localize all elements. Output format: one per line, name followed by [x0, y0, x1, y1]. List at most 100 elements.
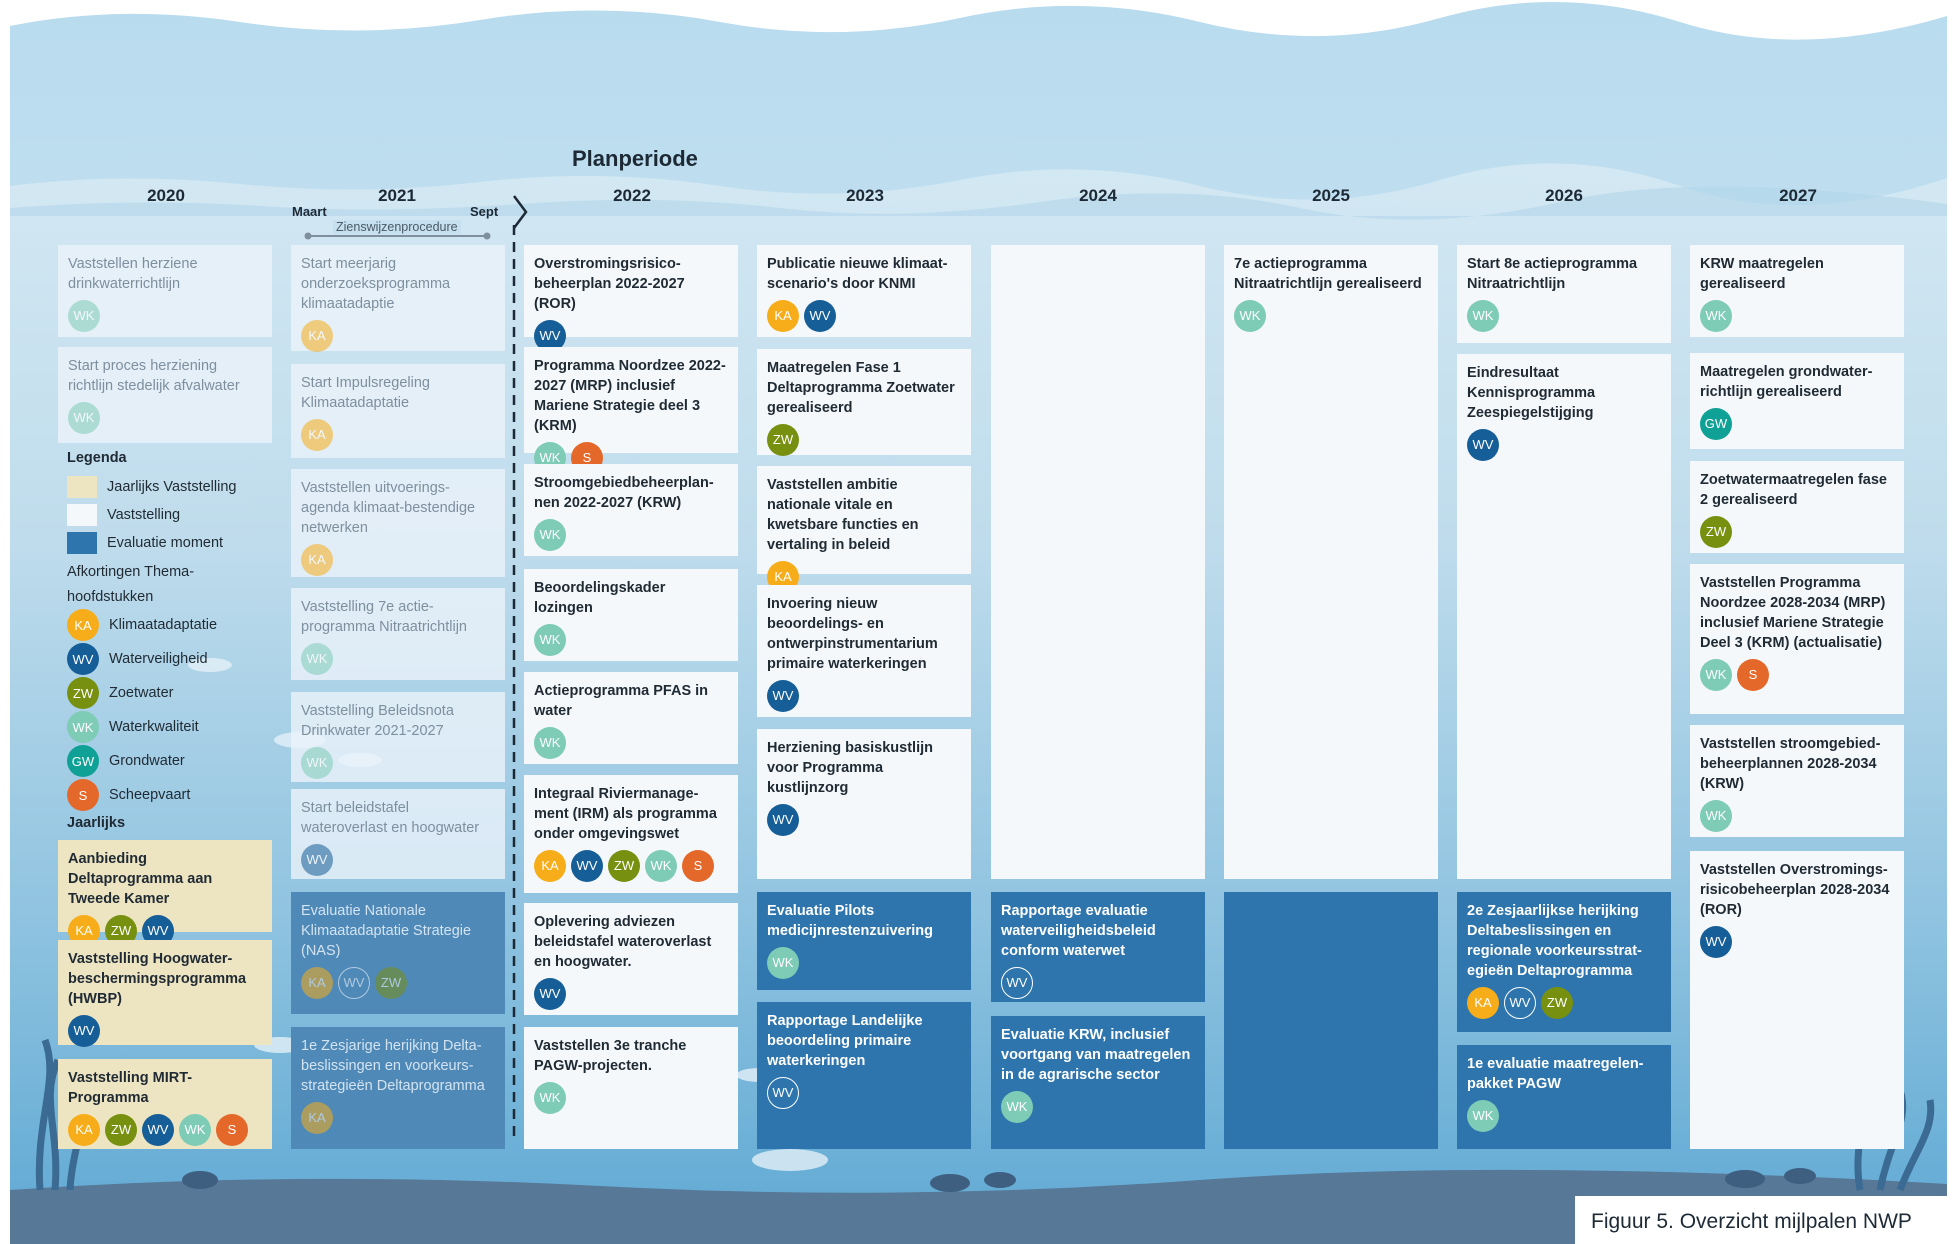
legend-label: Scheepvaart — [109, 787, 191, 803]
milestone-title: Vaststellen ambitie nationale vitale en … — [767, 477, 919, 553]
procedure-label: Zienswijzenprocedure — [333, 220, 461, 234]
theme-badges: WV — [767, 804, 961, 836]
milestone-title: Start beleidstafel wateroverlast en hoog… — [301, 800, 480, 836]
empty-card — [1224, 892, 1438, 1149]
milestone-card: Start 8e actieprogramma Nitraatrichtlijn… — [1457, 245, 1671, 343]
wk-icon: WK — [1467, 300, 1499, 332]
month-maart: Maart — [292, 204, 327, 219]
milestone-card: Invoering nieuw beoordelings- en ontwerp… — [757, 585, 971, 717]
theme-badges: GW — [1700, 408, 1894, 440]
wk-icon: WK — [301, 747, 333, 779]
legend-theme-gw: GW Grondwater — [67, 745, 185, 777]
legend-label: Klimaatadaptatie — [109, 617, 218, 633]
wk-icon: WK — [1001, 1091, 1033, 1123]
wv-icon: WV — [1467, 429, 1499, 461]
figure-caption: Figuur 5. Overzicht mijlpalen NWP — [1575, 1196, 1957, 1244]
wk-icon: WK — [645, 850, 677, 882]
legend-item-evaluatie: Evaluatie moment — [67, 532, 223, 554]
theme-badges: WK — [1700, 300, 1894, 332]
milestone-card: Overstromingsrisico-beheerplan 2022-2027… — [524, 245, 738, 352]
wk-icon: WK — [534, 519, 566, 551]
wv-icon: WV — [1001, 967, 1033, 999]
milestone-title: KRW maatregelen gerealiseerd — [1700, 256, 1824, 292]
theme-badges: WV — [767, 1077, 961, 1109]
legend-theme-zw: ZW Zoetwater — [67, 677, 173, 709]
milestone-title: Vaststelling Hoogwater-beschermingsprogr… — [68, 951, 247, 1007]
theme-badges: WV — [534, 320, 728, 352]
wk-icon: WK — [1700, 659, 1732, 691]
theme-badges: WV — [1700, 926, 1894, 958]
theme-badges: WK — [68, 300, 262, 332]
ka-icon: KA — [301, 320, 333, 352]
milestone-title: Herziening basiskustlijn voor Programma … — [767, 740, 933, 796]
milestone-card: Evaluatie KRW, inclusief voortgang van m… — [991, 1016, 1205, 1149]
milestone-card: Oplevering adviezen beleidstafel waterov… — [524, 903, 738, 1015]
legend-label: Evaluatie moment — [107, 535, 224, 551]
milestone-title: Stroomgebiedbeheerplan-nen 2022-2027 (KR… — [534, 475, 714, 511]
legend-label: Vaststelling — [107, 507, 181, 523]
theme-badges: WK — [301, 643, 495, 675]
year-2027: 2027 — [1779, 186, 1817, 205]
wv-icon: WV — [571, 850, 603, 882]
legend-theme-wk: WK Waterkwaliteit — [67, 711, 199, 743]
theme-badges: WK — [767, 947, 961, 979]
legend-item-vaststelling: Vaststelling — [67, 504, 180, 526]
milestone-title: Start 8e actieprogramma Nitraatrichtlijn — [1467, 256, 1638, 292]
milestone-card: Publicatie nieuwe klimaat-scenario's doo… — [757, 245, 971, 337]
legend-theme-ka: KA Klimaatadaptatie — [67, 609, 217, 641]
wv-icon: WV — [534, 320, 566, 352]
milestone-title: Start Impulsregeling Klimaatadaptatie — [301, 375, 430, 411]
theme-badges: WK — [1234, 300, 1428, 332]
theme-badges: WK — [1467, 300, 1661, 332]
legend-abbr-title: Afkortingen Thema-hoofdstukken — [67, 564, 195, 605]
milestone-card: Start beleidstafel wateroverlast en hoog… — [291, 789, 505, 879]
wv-icon: WV — [68, 1015, 100, 1047]
milestone-title: Maatregelen Fase 1 Deltaprogramma Zoetwa… — [767, 360, 955, 416]
wv-icon: WV — [767, 804, 799, 836]
milestone-title: Zoetwatermaatregelen fase 2 gerealiseerd — [1700, 472, 1887, 508]
milestone-title: Aanbieding Deltaprogramma aan Tweede Kam… — [68, 851, 213, 907]
wv-icon: WV — [1504, 987, 1536, 1019]
milestone-title: Start proces herziening richtlijn stedel… — [68, 358, 240, 394]
ka-icon: KA — [301, 967, 333, 999]
theme-badges: KA — [301, 419, 495, 451]
milestone-card: Zoetwatermaatregelen fase 2 gerealiseerd… — [1690, 461, 1904, 553]
theme-badges: WV — [68, 1015, 262, 1047]
theme-badges: KA — [301, 1102, 495, 1134]
zw-icon: ZW — [1541, 987, 1573, 1019]
milestone-card: Vaststelling 7e actie-programma Nitraatr… — [291, 588, 505, 680]
milestone-card: Vaststellen herziene drinkwaterrichtlijn… — [58, 245, 272, 337]
milestone-title: Vaststelling Beleidsnota Drinkwater 2021… — [301, 703, 454, 739]
milestone-card: Vaststellen 3e tranche PAGW-projecten.WK — [524, 1027, 738, 1149]
milestone-card: Vaststelling Hoogwater-beschermingsprogr… — [58, 940, 272, 1047]
milestone-title: Evaluatie Nationale Klimaatadaptatie Str… — [301, 903, 472, 959]
theme-badges: WK — [534, 727, 728, 759]
milestone-title: Publicatie nieuwe klimaat-scenario's doo… — [767, 256, 948, 292]
theme-badges: KA — [301, 544, 495, 576]
milestone-title: Oplevering adviezen beleidstafel waterov… — [534, 914, 712, 970]
theme-badges: ZW — [767, 424, 961, 456]
legend-jaarlijks: Jaarlijks — [67, 815, 126, 831]
wk-icon: WK — [1700, 800, 1732, 832]
milestone-title: Vaststellen stroomgebied-beheerplannen 2… — [1700, 736, 1881, 792]
milestone-title: Vaststellen uitvoerings-agenda klimaat-b… — [301, 480, 476, 536]
year-2023: 2023 — [846, 186, 884, 205]
milestone-card: Evaluatie Nationale Klimaatadaptatie Str… — [291, 892, 505, 1014]
wv-icon: WV — [142, 1114, 174, 1146]
ka-icon: KA — [301, 544, 333, 576]
legend-label: Waterveiligheid — [109, 651, 208, 667]
ka-icon: KA — [1467, 987, 1499, 1019]
wv-icon: WV — [767, 1077, 799, 1109]
theme-badges: WV — [301, 844, 495, 876]
theme-badges: WV — [1467, 429, 1661, 461]
s-icon: S — [216, 1114, 248, 1146]
milestone-title: Beoordelingskader lozingen — [534, 580, 666, 616]
